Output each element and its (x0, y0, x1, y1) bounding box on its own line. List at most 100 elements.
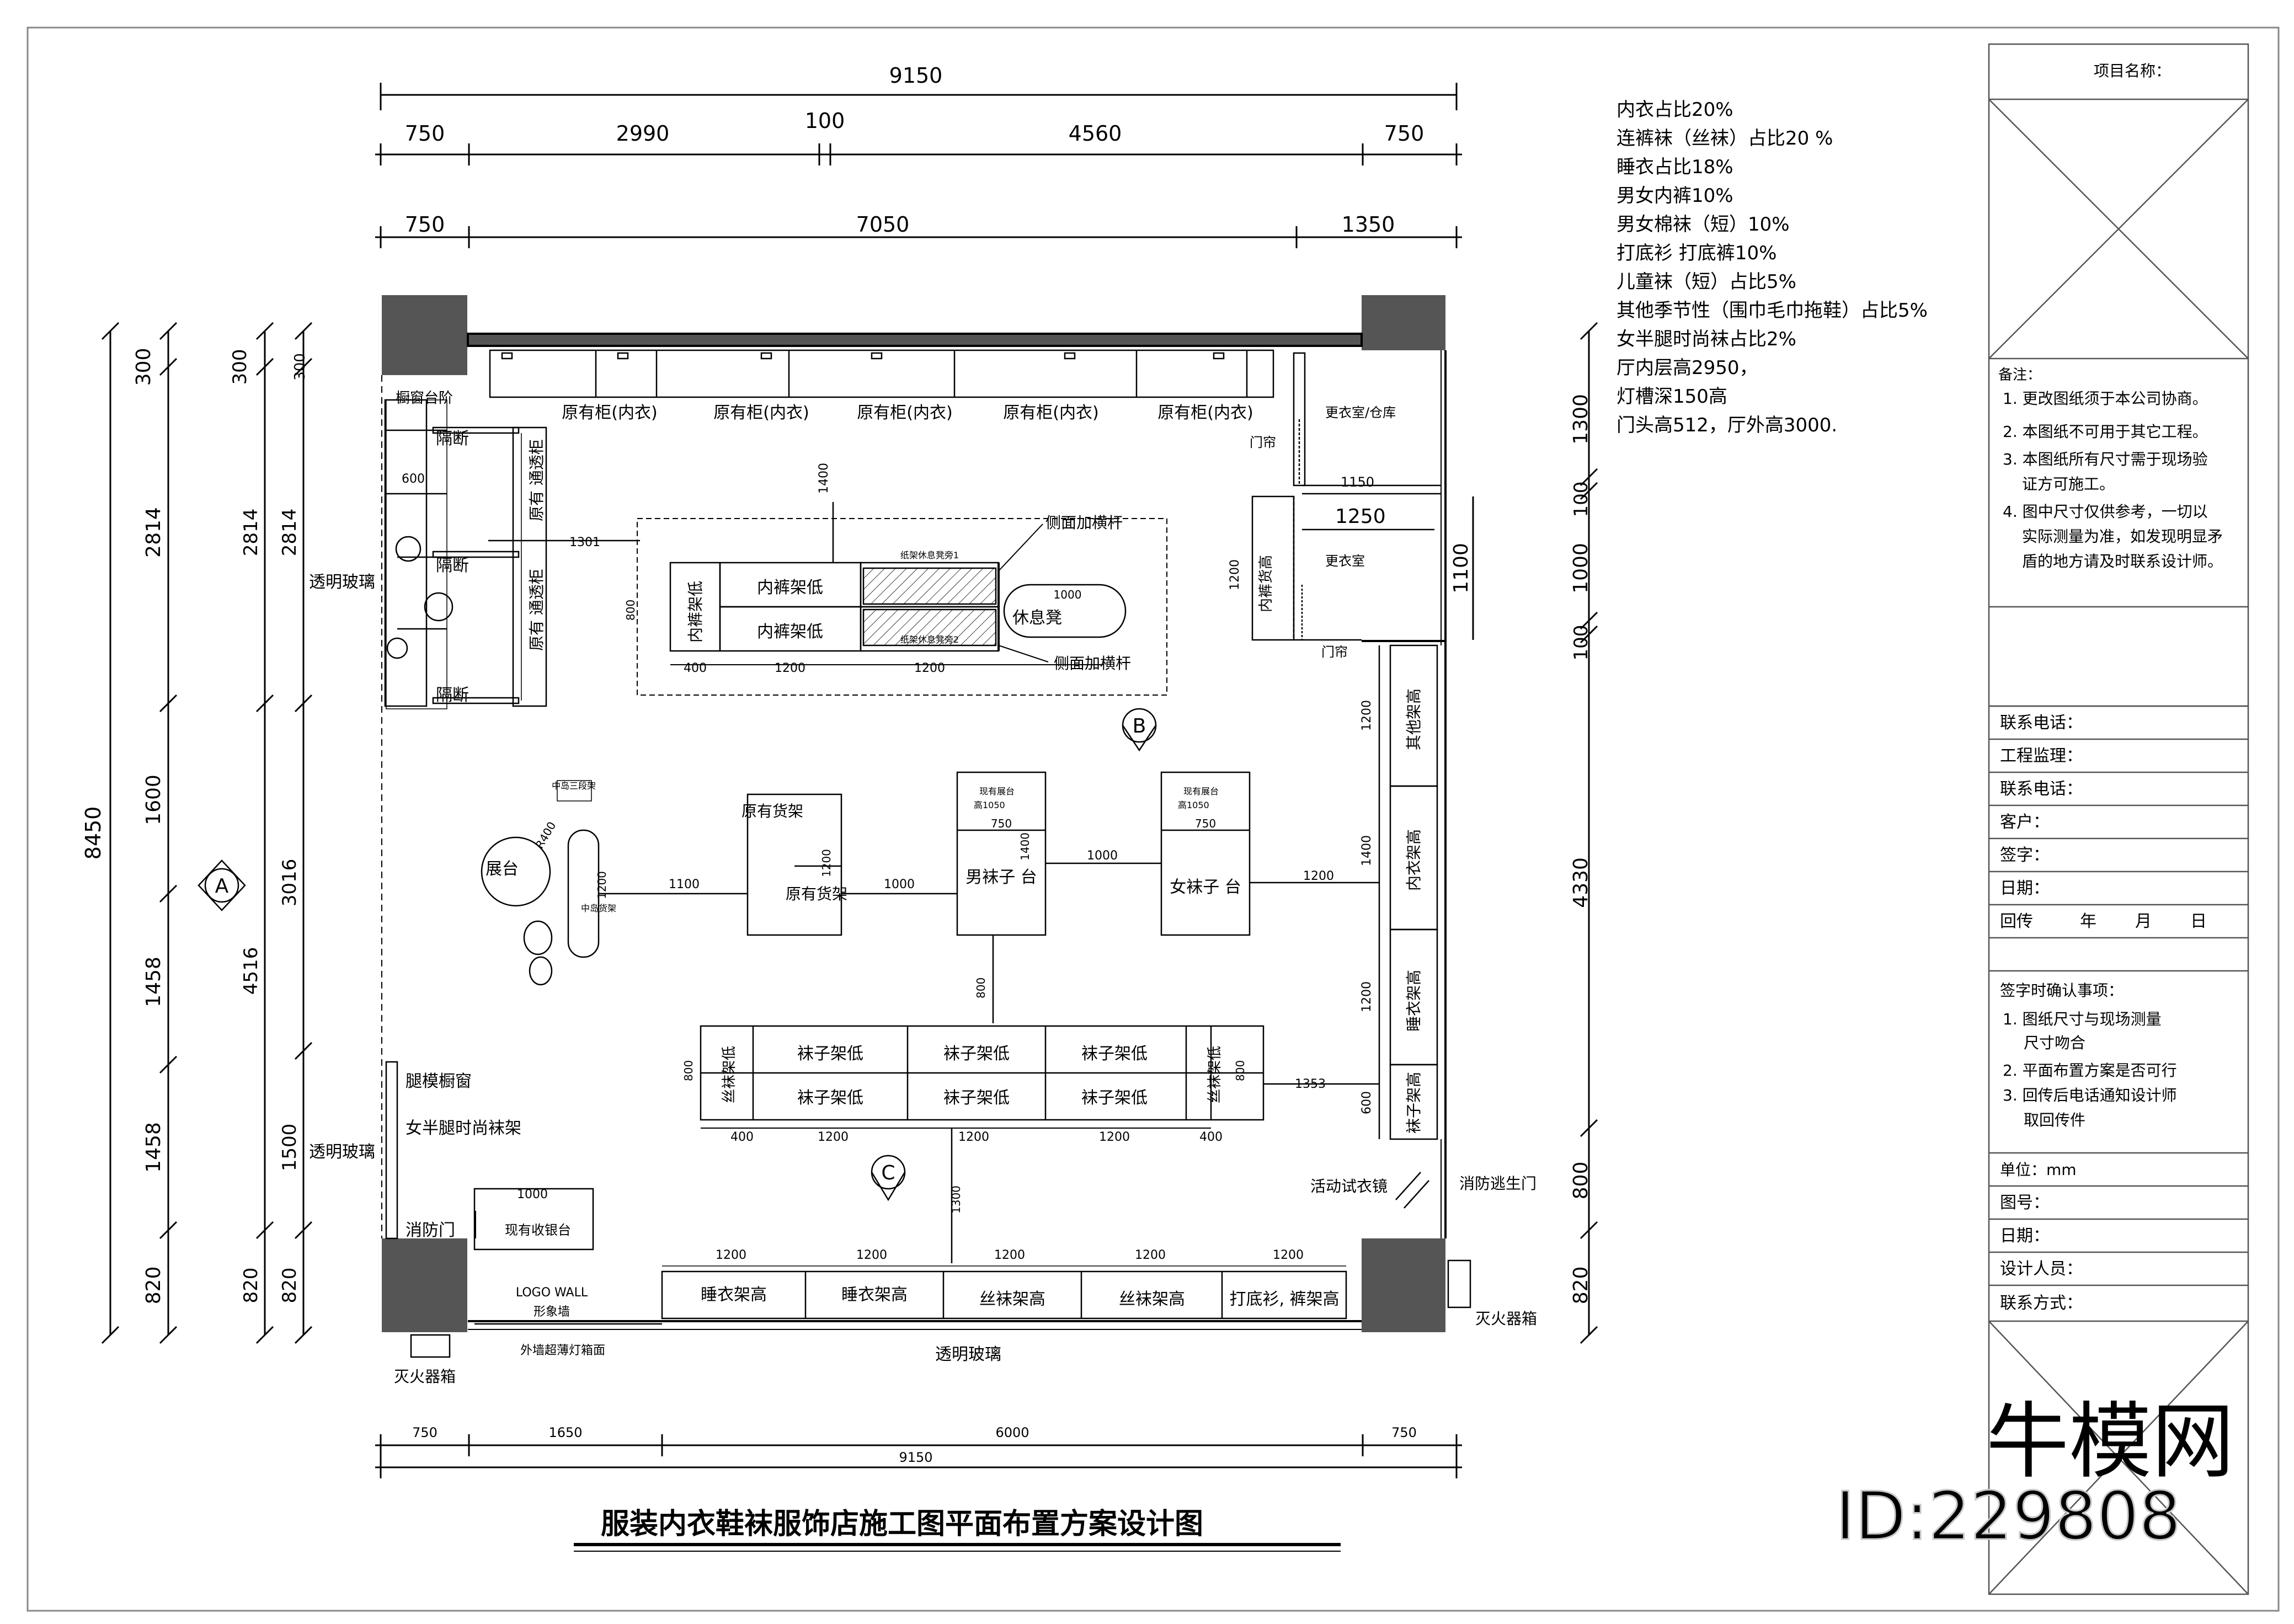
stat-line: 女半腿时尚袜占比2% (1617, 328, 1796, 350)
stat-line: 其他季节性（围巾毛巾拖鞋）占比5% (1617, 300, 1928, 322)
dim-small: 1000 (517, 1188, 548, 1201)
middle-fixtures (481, 771, 1379, 1023)
confirm-line: 2. 平面布置方案是否可行 (2003, 1061, 2177, 1080)
logo-wall-label: LOGO WALL (516, 1286, 588, 1300)
sock-shelf-low-label: 袜子架低 (797, 1088, 863, 1108)
rest-bench-label: 休息凳 (1012, 608, 1062, 628)
left-tick-marks (159, 322, 313, 1344)
note-line: 盾的地方请及时联系设计师。 (2022, 552, 2223, 570)
clear-glass-label: 透明玻璃 (309, 1142, 375, 1162)
dim-small: 1150 (1341, 474, 1374, 490)
stat-line: 男女内裤10% (1617, 185, 1733, 207)
pants-shelf-high-label: 内裤货高 (1258, 555, 1274, 612)
orig-goods-shelf-label: 原有货架 (741, 802, 803, 820)
dim-bottom: 1650 (548, 1425, 582, 1440)
dim-bottom: 750 (1391, 1425, 1417, 1440)
dim-small: 1301 (569, 536, 600, 549)
underwear-shelf-label: 内衣架高 (1405, 829, 1423, 891)
dim-small: 1200 (994, 1248, 1025, 1262)
existing-table-label: 现有展台 (1183, 786, 1219, 797)
project-name-label: 项目名称： (2094, 62, 2171, 80)
dim-left: 1500 (279, 1124, 301, 1172)
base-shirt-rack-label: 打底衫, 裤架高 (1229, 1290, 1339, 1309)
sock-shelf-label: 袜子架高 (1405, 1072, 1423, 1134)
dim-small: 1100 (669, 878, 700, 891)
dim-small: 1200 (958, 1130, 989, 1144)
image-wall-label: 形象墙 (534, 1305, 570, 1319)
through-cabinet-label: 原有 通透柜 (527, 439, 546, 521)
tb-row: 日期： (2000, 879, 2050, 898)
bottom-dimension-lines (375, 1434, 1462, 1478)
confirm-line: 尺寸吻合 (2024, 1034, 2085, 1052)
cabinet-label: 原有柜(内衣) (713, 403, 809, 423)
silk-sock-high-label: 丝袜架高 (979, 1290, 1045, 1309)
stats-block: 内衣占比20% 连裤袜（丝袜）占比20 % 睡衣占比18% 男女内裤10% 男女… (1617, 99, 1928, 436)
dim-right: 1100 (1450, 543, 1473, 594)
walls (381, 333, 1447, 1330)
dim-small: 1200 (1099, 1130, 1130, 1144)
stat-line: 连裤袜（丝袜）占比20 % (1617, 127, 1833, 149)
dim-right: 100 (1570, 482, 1592, 517)
display-table-label: 展台 (486, 859, 519, 879)
changing-room-label: 更衣室 (1325, 553, 1365, 569)
sock-shelf-low-label: 袜子架低 (943, 1044, 1010, 1064)
dim-left: 2814 (240, 509, 262, 557)
cabinet-label: 原有柜(内衣) (562, 403, 657, 423)
dim-top: 4560 (1069, 121, 1122, 146)
bench-shelf-label: 纸架休息凳旁2 (900, 634, 959, 645)
return-month: 月 (2135, 912, 2152, 931)
dim-small: 800 (624, 600, 637, 621)
bottom-wall-shelves (410, 1172, 1471, 1358)
island-shelf-label: 中岛三段架 (552, 781, 596, 791)
right-wall-shelves (1378, 644, 1438, 1140)
marker-b (1122, 708, 1157, 752)
dim-top: 750 (405, 121, 445, 146)
columns (382, 295, 1445, 1332)
half-leg-rack-label: 女半腿时尚袜架 (406, 1119, 521, 1138)
left-dimension-lines (101, 322, 305, 1344)
dim-small: 1200 (1360, 981, 1374, 1012)
sock-shelf-low-label: 袜子架低 (1081, 1044, 1148, 1064)
dim-small: 1200 (775, 661, 805, 675)
side-bar-label: 侧面加横杆 (1045, 514, 1123, 532)
dim-small: 600 (1360, 1091, 1374, 1114)
tb-row: 图号： (2000, 1193, 2050, 1212)
tb-row: 设计人员： (2000, 1259, 2083, 1279)
tb-row: 联系电话： (2000, 713, 2083, 733)
womens-sock-table-label: 女袜子 台 (1170, 878, 1241, 897)
tb-row: 单位：mm (2000, 1161, 2077, 1179)
dim-top: 7050 (856, 212, 910, 237)
return-day: 日 (2190, 912, 2207, 931)
door-curtain-label: 门帘 (1321, 644, 1348, 660)
dim-right: 1300 (1570, 394, 1592, 445)
stat-line: 儿童袜（短）占比5% (1617, 271, 1796, 293)
dim-left: 3016 (279, 859, 301, 907)
confirm-line: 1. 图纸尺寸与现场测量 (2003, 1010, 2162, 1028)
silk-sock-low-label: 丝袜架低 (1207, 1046, 1223, 1103)
fire-escape-label: 消防逃生门 (1459, 1174, 1537, 1193)
fire-box-label: 灭火器箱 (394, 1367, 456, 1386)
dim-small: 1200 (820, 849, 833, 877)
dim-left: 1458 (142, 957, 165, 1007)
clear-glass-label: 透明玻璃 (309, 573, 375, 592)
pajama-high-label: 睡衣架高 (701, 1285, 767, 1305)
top-dimension-lines (375, 83, 1462, 248)
dim-small: 1200 (1273, 1248, 1304, 1262)
dim-left: 820 (240, 1268, 262, 1304)
mirror-label: 活动试衣镜 (1310, 1177, 1388, 1195)
cashier-label: 现有收银台 (505, 1222, 571, 1238)
sock-shelf-low-label: 袜子架低 (1081, 1088, 1148, 1108)
dim-small: 1200 (1360, 700, 1374, 731)
partition-label: 隔断 (436, 429, 469, 448)
island-shelf-label: 中岛货架 (581, 903, 616, 913)
dim-left: 1458 (142, 1122, 165, 1173)
dim-right: 1000 (1570, 543, 1592, 594)
note-line: 2. 本图纸不可用于其它工程。 (2003, 423, 2208, 441)
dim-top: 1350 (1342, 212, 1395, 237)
dim-left: 2814 (279, 509, 301, 557)
mens-sock-table-label: 男袜子 台 (965, 868, 1037, 887)
dim-small: 1000 (1087, 849, 1118, 863)
pants-shelves (669, 502, 1127, 665)
changing-storage-label: 更衣室/仓库 (1325, 405, 1396, 420)
